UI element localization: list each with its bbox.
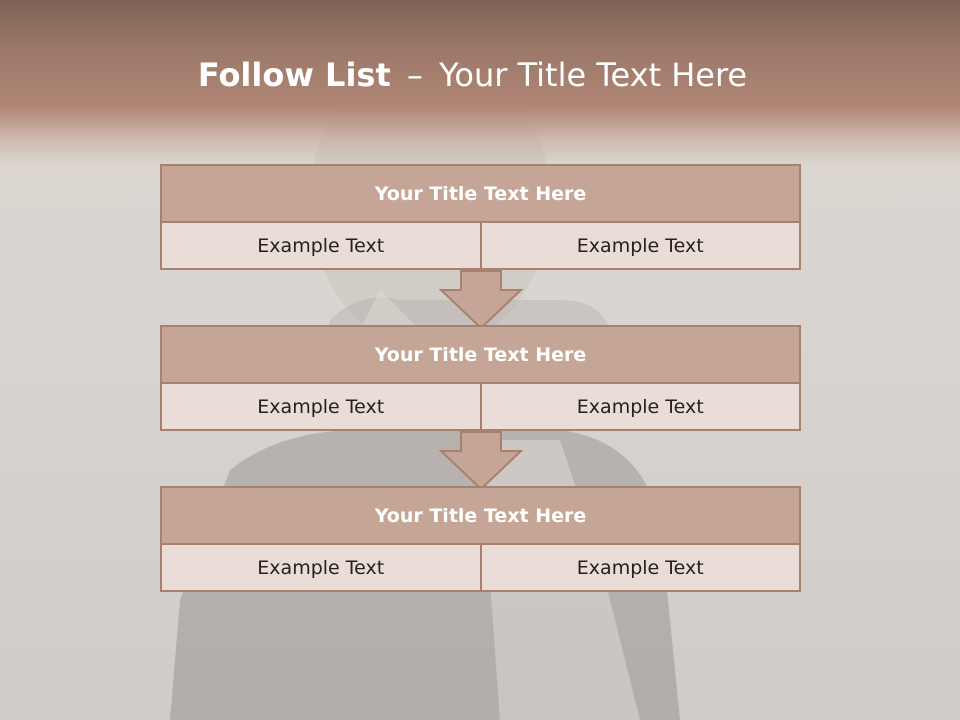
list-block-1: Your Title Text Here Example Text Exampl… (160, 164, 801, 270)
block-cell-right: Example Text (479, 223, 799, 268)
title-bold-text: Follow List (197, 56, 391, 94)
block-title: Your Title Text Here (162, 166, 799, 223)
block-row: Example Text Example Text (162, 384, 799, 429)
block-row: Example Text Example Text (162, 545, 799, 590)
down-arrow-icon (438, 270, 524, 330)
block-cell-left: Example Text (162, 545, 480, 590)
block-title: Your Title Text Here (162, 488, 799, 545)
list-block-3: Your Title Text Here Example Text Exampl… (160, 486, 801, 592)
block-cell-right: Example Text (479, 545, 799, 590)
list-block-2: Your Title Text Here Example Text Exampl… (160, 325, 801, 431)
block-cell-left: Example Text (162, 223, 480, 268)
title-dash: – (406, 56, 423, 94)
block-row: Example Text Example Text (162, 223, 799, 268)
down-arrow-icon (438, 431, 524, 491)
block-cell-right: Example Text (479, 384, 799, 429)
block-cell-left: Example Text (162, 384, 480, 429)
title-rest-text: Your Title Text Here (439, 56, 748, 94)
slide-title: Follow List – Your Title Text Here (0, 56, 945, 94)
block-title: Your Title Text Here (162, 327, 799, 384)
header-band (0, 0, 960, 165)
